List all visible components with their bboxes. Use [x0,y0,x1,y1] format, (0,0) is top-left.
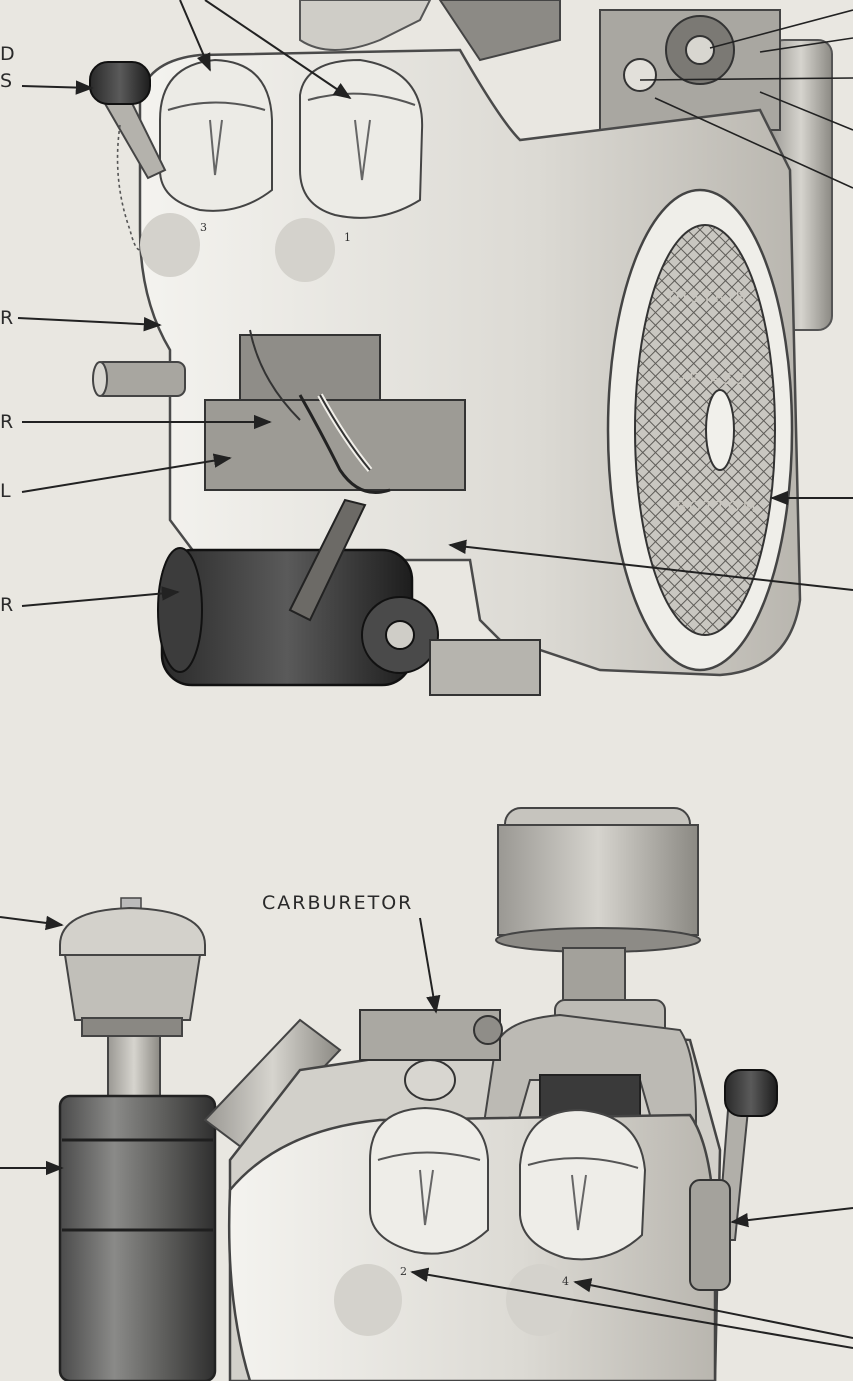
bleed-through-text-3: BOTTOM [676,498,759,516]
callout-label-row-5: L [0,480,13,502]
bleed-through-text-1: DISTRIB [668,288,749,306]
upper-leader-lines [17,0,853,607]
cylinder-number-2: 2 [400,1265,407,1278]
upper-engine-illustration [89,0,833,696]
callout-label-row-6: R [0,594,16,616]
lower-leader-lines [0,915,853,1349]
callout-label-row-4: R [0,411,16,433]
lower-engine-illustration [58,807,778,1381]
callout-label-top-2: S [0,70,15,92]
callout-label-top-1: D [0,43,17,65]
carburetor-label: CARBURETOR [262,892,414,914]
callout-label-row-3: R [0,307,16,329]
cylinder-number-1: 1 [344,231,351,244]
cylinder-number-4: 4 [562,1275,569,1288]
cylinder-number-3: 3 [200,221,207,234]
bleed-through-text-2: VE ASS [676,370,748,388]
